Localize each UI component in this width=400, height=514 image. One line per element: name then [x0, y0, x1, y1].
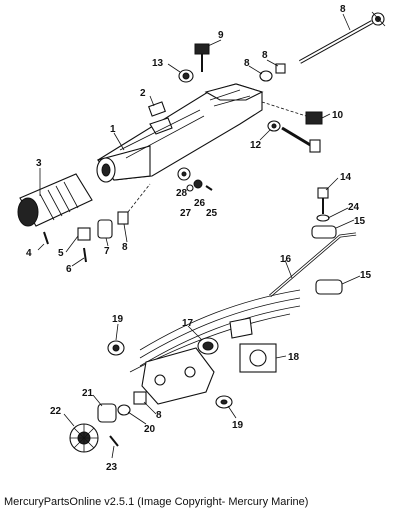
- part-21-spacer: [97, 403, 117, 423]
- part-8-lower-bushing: [133, 391, 147, 405]
- callout-2: 2: [140, 88, 146, 99]
- callout-15-upper: 15: [354, 216, 366, 227]
- callout-26: 26: [194, 198, 206, 209]
- callout-12: 12: [250, 140, 262, 151]
- part-3-grip: [17, 173, 93, 227]
- part-17-boot: [197, 337, 219, 355]
- callout-18: 18: [288, 352, 300, 363]
- part-15-upper-clamp: [311, 225, 337, 239]
- callout-15-lower: 15: [360, 270, 372, 281]
- callout-labels: 8 9 13 8 8 2 1 10 12 3 28 26 27 25 14 24…: [26, 4, 372, 473]
- part-2-plate: [148, 101, 166, 117]
- callout-8-upper: 8: [262, 50, 268, 61]
- part-7-sleeve: [97, 219, 113, 239]
- lower-bracket: [141, 317, 253, 405]
- callout-21: 21: [82, 388, 94, 399]
- parts-diagram: 8 9 13 8 8 2 1 10 12 3 28 26 27 25 14 24…: [17, 4, 386, 473]
- part-19-lower-grommet: [215, 395, 233, 409]
- callout-19-lower: 19: [232, 420, 244, 431]
- part-10-shaft: [299, 11, 386, 64]
- callout-24: 24: [348, 202, 360, 213]
- callout-22: 22: [50, 406, 62, 417]
- callout-3: 3: [36, 158, 42, 169]
- copyright-footer: MercuryPartsOnline v2.5.1 (Image Copyrig…: [4, 496, 309, 508]
- callout-16: 16: [280, 254, 292, 265]
- part-20-washer: [117, 404, 131, 416]
- part-11-right-bolt: [261, 101, 323, 125]
- callout-11-right: 10: [332, 110, 344, 121]
- callout-13: 13: [152, 58, 164, 69]
- callout-28: 28: [176, 188, 188, 199]
- callout-14: 14: [340, 172, 352, 183]
- part-12-bolt: [267, 120, 321, 153]
- callout-8-lower: 8: [156, 410, 162, 421]
- parts-25-28-hardware: [177, 167, 213, 192]
- callout-19-upper: 19: [112, 314, 124, 325]
- callout-10: 8: [340, 4, 346, 15]
- part-11-top-bolt: [194, 43, 210, 72]
- leader-lines: [37, 13, 361, 459]
- callout-1: 1: [110, 124, 116, 135]
- part-14-bolt: [317, 187, 329, 214]
- callout-8-mid: 8: [122, 242, 128, 253]
- part-18-inset: [239, 343, 277, 373]
- part-16-rod: [269, 232, 357, 298]
- callout-11-top: 9: [218, 30, 224, 41]
- callout-4: 4: [26, 248, 32, 259]
- callout-23: 23: [106, 462, 118, 473]
- part-15-lower-clamp: [315, 279, 343, 295]
- callout-5: 5: [58, 248, 64, 259]
- callout-25: 25: [206, 208, 218, 219]
- part-6-screw: [83, 247, 87, 263]
- part-8-upper-bushing: [275, 63, 286, 74]
- part-5-bracket: [77, 227, 91, 241]
- part-13-nut: [178, 69, 194, 83]
- part-23-screw: [109, 435, 119, 447]
- callout-27: 27: [180, 208, 192, 219]
- callout-17: 17: [182, 318, 194, 329]
- callout-9: 8: [244, 58, 250, 69]
- part-22-knob: [69, 423, 99, 453]
- part-19-upper-grommet: [107, 340, 125, 356]
- part-1-tiller-arm: [96, 83, 264, 183]
- part-24-washer: [316, 214, 330, 222]
- part-8-mid-bushing: [117, 211, 129, 225]
- callout-7: 7: [104, 246, 110, 257]
- part-9-cap: [259, 70, 273, 82]
- callout-20: 20: [144, 424, 156, 435]
- part-4-screw: [43, 231, 49, 245]
- callout-6: 6: [66, 264, 72, 275]
